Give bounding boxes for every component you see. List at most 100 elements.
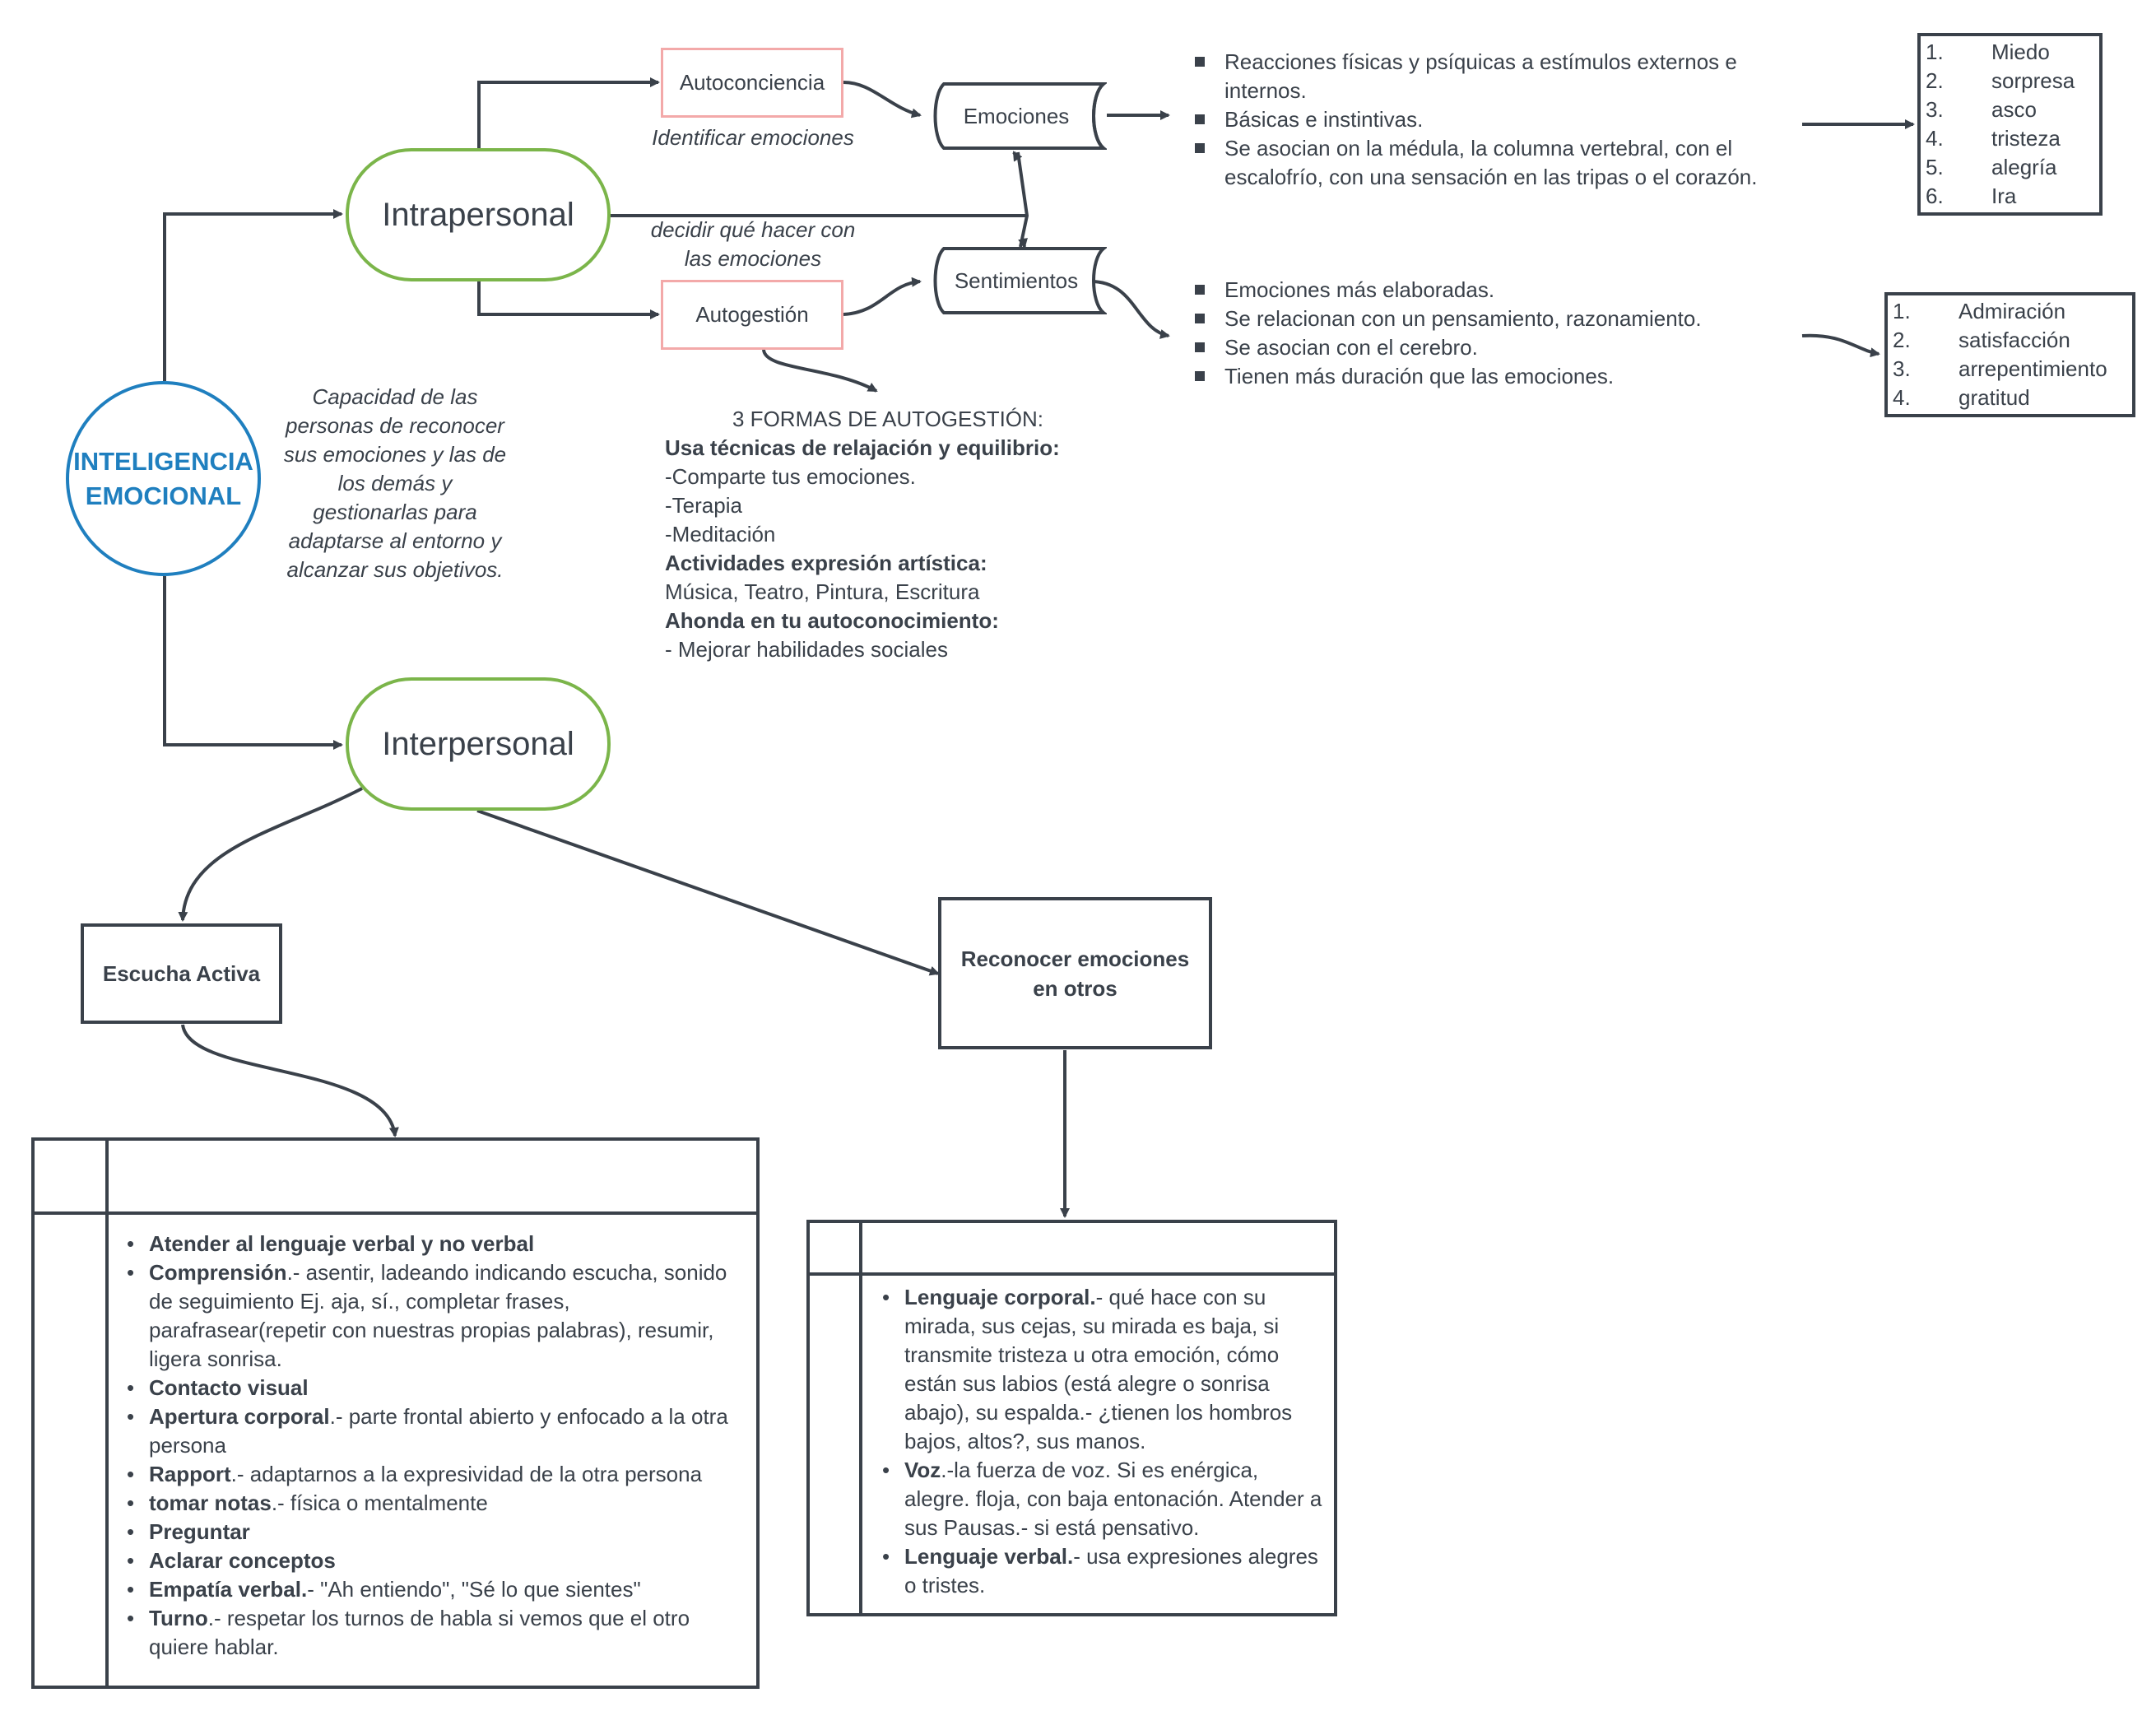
table-divider — [105, 1141, 109, 1686]
emociones-bullets: Reacciones físicas y psíquicas a estímul… — [1195, 48, 1787, 192]
list-text: gratitud — [1959, 385, 2030, 410]
item-bold: Apertura corporal — [149, 1404, 330, 1429]
item-text: .- adaptarnos a la expresividad de la ot… — [230, 1462, 703, 1486]
reconocer-line: en otros — [1033, 975, 1117, 1001]
definition-line: sus emociones y las de — [283, 442, 507, 467]
item-text: - usa expresiones alegres o tristes. — [904, 1544, 1318, 1597]
list-item: Lenguaje corporal.- qué hace con su mira… — [882, 1283, 1327, 1456]
definition-line: alcanzar sus objetivos. — [286, 557, 504, 582]
item-text: .- asentir, ladeando indicando escucha, … — [149, 1260, 727, 1371]
forms-line: -Terapia — [665, 493, 742, 518]
list-number: 5. — [1926, 155, 1944, 179]
list-text: Miedo — [1991, 40, 2050, 64]
escucha-items: Atender al lenguaje verbal y no verbal C… — [127, 1230, 744, 1662]
emociones-list-box: 1.Miedo 2.sorpresa 3.asco 4.tristeza 5.a… — [1917, 33, 2103, 216]
forms-title: 3 FORMAS DE AUTOGESTIÓN: — [732, 407, 1044, 431]
definition-line: Capacidad de las — [312, 384, 478, 409]
forms-line: Música, Teatro, Pintura, Escritura — [665, 579, 980, 604]
list-item: Voz.-la fuerza de voz. Si es enérgica, a… — [882, 1456, 1327, 1542]
table-divider — [35, 1211, 756, 1215]
intrapersonal-node: Intrapersonal — [346, 148, 611, 281]
interpersonal-node: Interpersonal — [346, 677, 611, 811]
definition-line: personas de reconocer — [286, 413, 504, 438]
item-text: - "Ah entiendo", "Sé lo que sientes" — [307, 1577, 641, 1602]
table-divider — [810, 1272, 1334, 1276]
reconocer-line: Reconocer emociones — [960, 946, 1190, 971]
definition-line: los demás y — [337, 471, 453, 495]
list-item: Rapport.- adaptarnos a la expresividad d… — [127, 1460, 744, 1489]
list-number: 3. — [1926, 97, 1944, 122]
list-number: 6. — [1926, 184, 1944, 208]
list-item: Atender al lenguaje verbal y no verbal — [127, 1230, 744, 1258]
item-bold: Lenguaje corporal. — [904, 1285, 1096, 1309]
list-number: 2. — [1926, 68, 1944, 93]
autoconciencia-box: Autoconciencia — [661, 48, 843, 118]
item-text: .- respetar los turnos de habla si vemos… — [149, 1606, 690, 1659]
reconocer-emociones-box: Reconocer emociones en otros — [938, 897, 1212, 1049]
decidir-line: las emociones — [684, 246, 822, 271]
identificar-emociones-label: Identificar emociones — [652, 125, 854, 150]
list-number: 4. — [1893, 385, 1911, 410]
item-text: .- parte frontal abierto y enfocado a la… — [149, 1404, 728, 1458]
center-concept-circle: INTELIGENCIA EMOCIONAL — [66, 381, 261, 576]
forms-line: -Comparte tus emociones. — [665, 464, 916, 489]
item-text: .- física o mentalmente — [271, 1490, 488, 1515]
list-text: sorpresa — [1991, 68, 2075, 93]
bullet-item: Básicas e instintivas. — [1195, 105, 1787, 134]
list-text: asco — [1991, 97, 2037, 122]
table-divider — [859, 1223, 862, 1613]
sentimientos-bullets: Emociones más elaboradas. Se relacionan … — [1195, 276, 1787, 391]
decidir-line: decidir qué hacer con — [650, 217, 856, 242]
list-text: alegría — [1991, 155, 2057, 179]
list-item: Contacto visual — [127, 1374, 744, 1402]
autogestion-forms: 3 FORMAS DE AUTOGESTIÓN: Usa técnicas de… — [665, 405, 1093, 664]
emociones-node: Emociones — [926, 82, 1107, 150]
list-item: Aclarar conceptos — [127, 1546, 744, 1575]
definition-text: Capacidad de las personas de reconocer s… — [263, 383, 527, 584]
item-bold: Rapport — [149, 1462, 231, 1486]
item-text: - qué hace con su mirada, sus cejas, su … — [904, 1285, 1293, 1453]
list-number: 3. — [1893, 356, 1911, 381]
decidir-label: decidir qué hacer con las emociones — [625, 216, 881, 273]
list-number: 1. — [1926, 40, 1944, 64]
sentimientos-list-box: 1.Admiración 2.satisfacción 3.arrepentim… — [1884, 292, 2135, 417]
sentimientos-node: Sentimientos — [926, 247, 1107, 314]
autogestion-box: Autogestión — [661, 280, 843, 350]
sentimientos-label: Sentimientos — [954, 267, 1079, 293]
item-bold: tomar notas — [149, 1490, 272, 1515]
list-number: 4. — [1926, 126, 1944, 151]
autoconciencia-label: Autoconciencia — [679, 70, 825, 95]
emociones-label: Emociones — [963, 103, 1070, 128]
reconocer-emociones-table: Lenguaje corporal.- qué hace con su mira… — [806, 1220, 1337, 1616]
list-item: Preguntar — [127, 1518, 744, 1546]
escucha-activa-table: Atender al lenguaje verbal y no verbal C… — [31, 1137, 760, 1689]
item-bold: Turno — [149, 1606, 208, 1630]
list-number: 2. — [1893, 328, 1911, 352]
forms-heading: Ahonda en tu autoconocimiento: — [665, 608, 999, 633]
item-bold: Empatía verbal. — [149, 1577, 308, 1602]
interpersonal-label: Interpersonal — [382, 725, 574, 762]
bullet-item: Se asocian on la médula, la columna vert… — [1195, 134, 1787, 192]
definition-line: gestionarlas para — [313, 500, 477, 524]
definition-line: adaptarse al entorno y — [288, 528, 502, 553]
list-text: satisfacción — [1959, 328, 2070, 352]
item-bold: Aclarar conceptos — [149, 1548, 336, 1573]
item-bold: Comprensión — [149, 1260, 287, 1285]
bullet-item: Tienen más duración que las emociones. — [1195, 362, 1787, 391]
list-item: Lenguaje verbal.- usa expresiones alegre… — [882, 1542, 1327, 1600]
list-text: Admiración — [1959, 299, 2066, 323]
center-title-line2: EMOCIONAL — [85, 481, 242, 510]
escucha-activa-label: Escucha Activa — [102, 961, 261, 986]
item-bold: Contacto visual — [149, 1375, 309, 1400]
list-text: Ira — [1991, 184, 2017, 208]
list-text: arrepentimiento — [1959, 356, 2107, 381]
item-bold: Atender al lenguaje verbal y no verbal — [149, 1231, 535, 1256]
intrapersonal-label: Intrapersonal — [382, 196, 574, 233]
center-title-line1: INTELIGENCIA — [73, 446, 253, 476]
escucha-activa-box: Escucha Activa — [81, 923, 282, 1024]
bullet-item: Se asocian con el cerebro. — [1195, 333, 1787, 362]
bullet-item: Se relacionan con un pensamiento, razona… — [1195, 305, 1787, 333]
item-bold: Voz — [904, 1458, 941, 1482]
forms-line: -Meditación — [665, 522, 776, 546]
